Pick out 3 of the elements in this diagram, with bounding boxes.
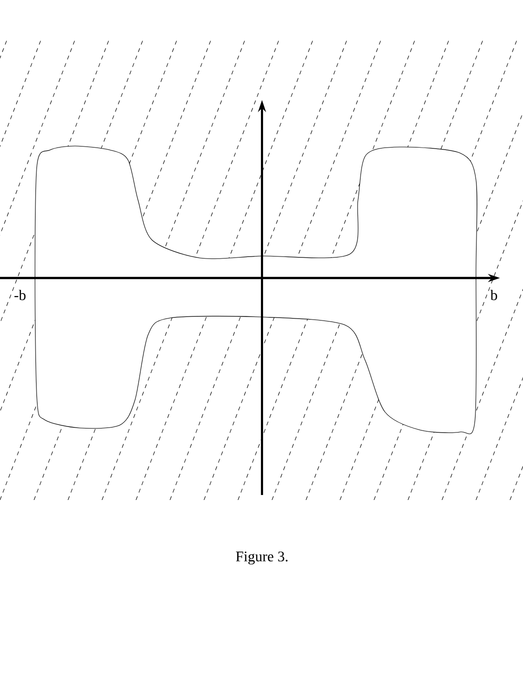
axis-label: b [490, 290, 498, 300]
axis-label: -b [14, 290, 26, 300]
figure-caption: Figure 3. [236, 552, 288, 564]
